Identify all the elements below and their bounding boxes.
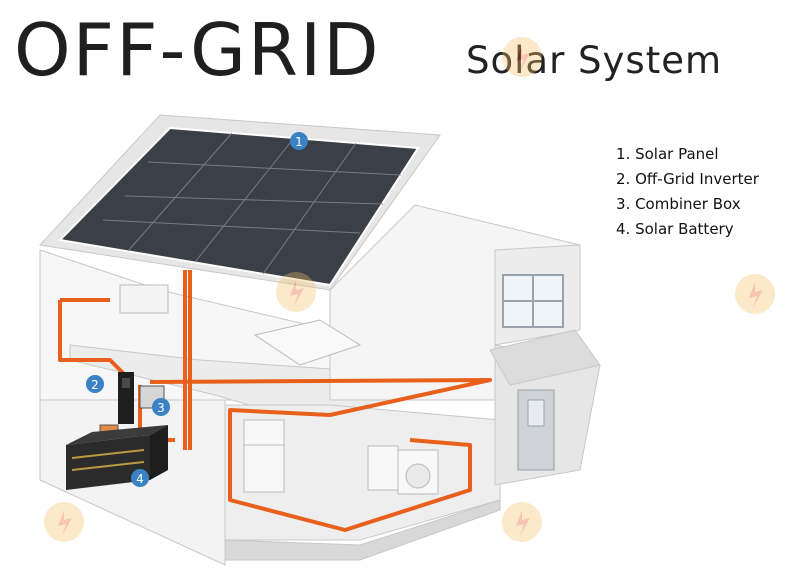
tv xyxy=(119,284,169,314)
marker-4: 4 xyxy=(131,469,149,487)
watermark-logo-icon xyxy=(276,272,316,312)
front-door xyxy=(517,389,555,471)
marker-1-label: 1 xyxy=(295,135,303,149)
marker-3: 3 xyxy=(152,398,170,416)
watermark-logo-icon xyxy=(735,274,775,314)
washing-machine xyxy=(367,445,439,495)
watermark-logo-icon xyxy=(44,502,84,542)
marker-2-label: 2 xyxy=(91,378,99,392)
solar-battery xyxy=(66,425,168,490)
title-main: OFF-GRID xyxy=(14,8,381,92)
marker-2: 2 xyxy=(86,375,104,393)
wiring xyxy=(58,270,492,532)
window-right xyxy=(502,274,564,328)
watermark-logo-icon xyxy=(502,502,542,542)
legend-item-combiner-box: 3. Combiner Box xyxy=(616,195,741,213)
title-sub: Solar System xyxy=(466,39,723,82)
watermark-logo-icon xyxy=(502,37,542,77)
fridge xyxy=(243,419,285,493)
legend-item-battery: 4. Solar Battery xyxy=(616,220,734,238)
legend-item-inverter: 2. Off-Grid Inverter xyxy=(616,170,759,188)
marker-1: 1 xyxy=(290,132,308,150)
legend: 1. Solar Panel 2. Off-Grid Inverter 3. C… xyxy=(616,142,759,242)
solar-panel xyxy=(57,126,420,287)
bed xyxy=(253,319,362,366)
off-grid-inverter xyxy=(118,372,134,424)
marker-4-label: 4 xyxy=(136,472,144,486)
marker-3-label: 3 xyxy=(157,401,165,415)
legend-item-solar-panel: 1. Solar Panel xyxy=(616,145,719,163)
